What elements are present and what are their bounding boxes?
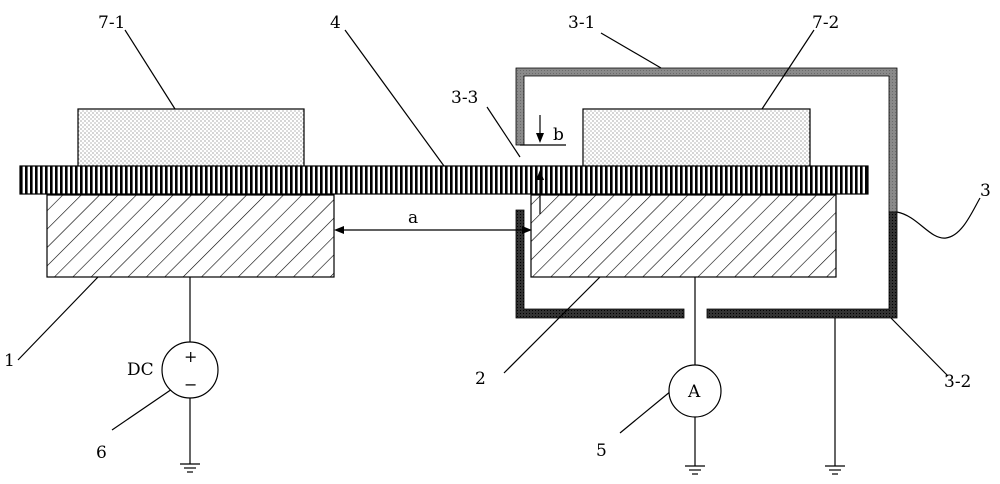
shield-lower-left (515, 209, 685, 319)
leader-dc-source (111, 386, 176, 431)
leader-sample-right (761, 29, 815, 110)
label-strip: 4 (330, 13, 341, 33)
leader-shield-wavy (896, 197, 981, 239)
ground-dc (180, 463, 200, 473)
label-dc-text: DC (127, 360, 154, 380)
leader-shield-bottom (890, 317, 949, 377)
leader-shield-gap (486, 106, 521, 158)
strip-bar (19, 165, 869, 195)
ground-ammeter (685, 465, 705, 475)
label-shield: 3 (980, 181, 991, 201)
leader-electrode-left (17, 276, 99, 361)
label-electrode-left: 1 (4, 351, 15, 371)
label-distance-a: a (408, 208, 418, 228)
sample-right (582, 108, 811, 168)
gap-b-arrowhead-down (536, 133, 544, 143)
label-ammeter-text: A (687, 382, 701, 402)
ground-shield (825, 465, 845, 475)
leader-electrode-right (503, 276, 601, 374)
label-shield-gap: 3-3 (451, 88, 478, 108)
leader-shield-top (600, 32, 662, 69)
label-gap-b: b (553, 125, 564, 145)
label-shield-top: 3-1 (568, 13, 595, 33)
distance-a-arrowhead-right (522, 226, 532, 234)
gap-b-arrowhead-up (536, 170, 544, 180)
label-dc-source: 6 (96, 443, 107, 463)
label-minus-sign: − (184, 375, 197, 394)
leader-sample-left (124, 29, 176, 110)
label-ammeter: 5 (596, 441, 607, 461)
label-sample-right: 7-2 (812, 13, 839, 33)
distance-a-arrowhead-left (334, 226, 344, 234)
label-shield-bottom: 3-2 (944, 372, 971, 392)
leader-strip (344, 29, 445, 167)
sample-left (77, 108, 305, 168)
label-electrode-right: 2 (475, 369, 486, 389)
label-sample-left: 7-1 (98, 13, 125, 33)
label-plus-sign: + (184, 347, 197, 366)
electrode-left (46, 194, 335, 278)
electrode-right (530, 194, 837, 278)
shield-upper (515, 67, 898, 213)
leader-ammeter (619, 390, 672, 434)
